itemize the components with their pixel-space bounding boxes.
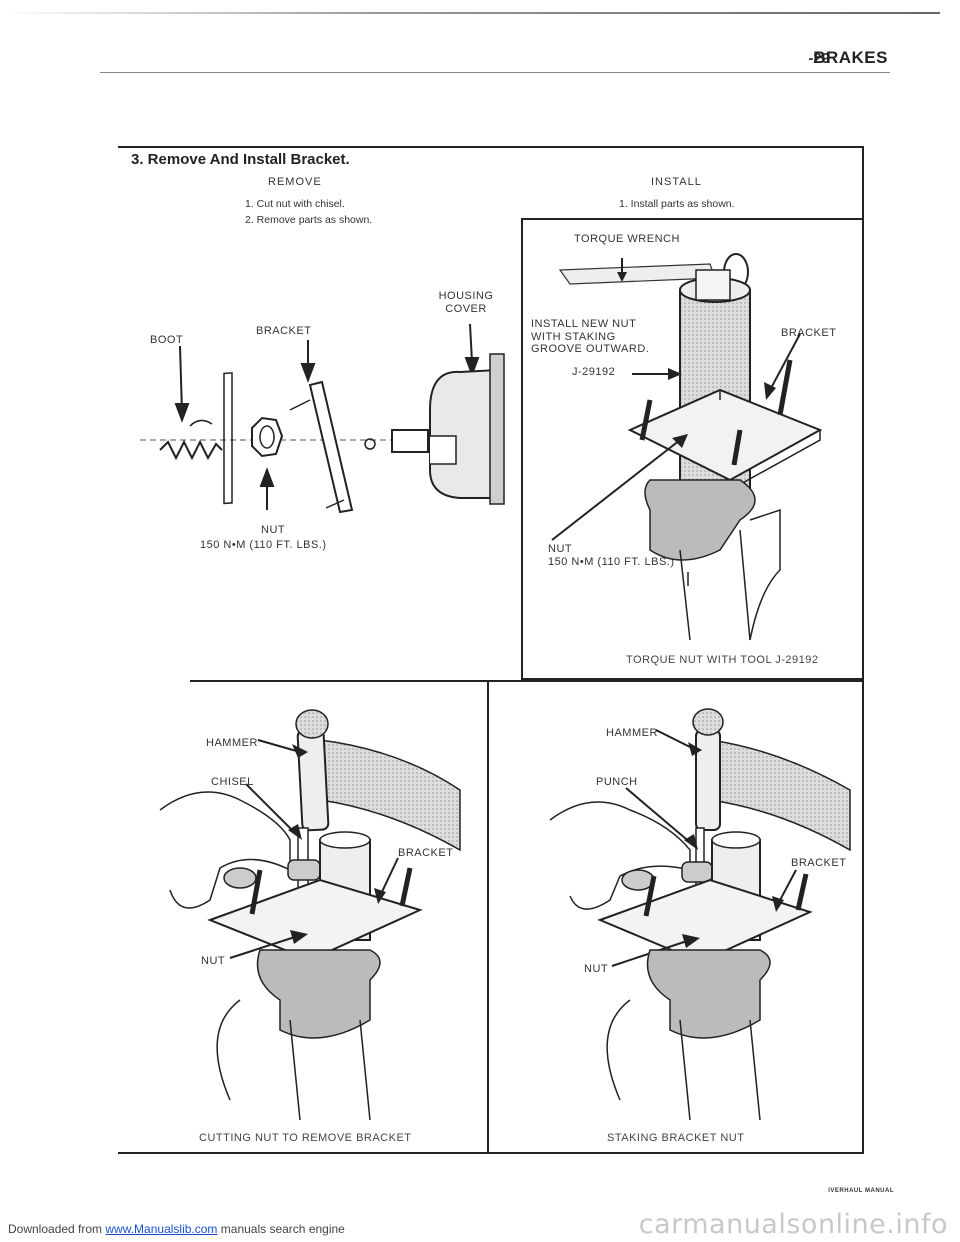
bracket-label-cutting: BRACKET	[398, 847, 454, 859]
bracket-label-remove: BRACKET	[256, 325, 312, 337]
footer-prefix: Downloaded from	[8, 1222, 106, 1236]
header-rule	[100, 72, 890, 73]
torque-tool-illustration	[551, 253, 823, 641]
torque-spec-install: 150 N•m (110 FT. LBS.)	[548, 556, 675, 568]
hammer-label-cutting: HAMMER	[206, 737, 258, 749]
install-caption: TORQUE NUT WITH TOOL J-29192	[626, 654, 819, 666]
section-title: 3. Remove And Install Bracket.	[131, 151, 350, 168]
boot-label: BOOT	[150, 334, 184, 346]
staking-nut-illustration	[549, 708, 851, 1121]
page-number: -29	[808, 50, 830, 67]
nut-label-remove: NUT	[261, 524, 286, 536]
top-rule	[0, 12, 940, 14]
bracket-exploded-diagram	[140, 323, 505, 514]
tool-number-label: J-29192	[572, 366, 616, 378]
panel-divider-vertical	[487, 680, 489, 1154]
cutting-caption: CUTTING NUT TO REMOVE BRACKET	[199, 1132, 412, 1144]
chisel-label: CHISEL	[211, 776, 254, 788]
torque-wrench-label: TORQUE WRENCH	[574, 233, 680, 245]
section-name: BRAKES	[813, 48, 888, 67]
housing-cover-label: HOUSING COVER	[438, 290, 494, 315]
footer-suffix: manuals search engine	[217, 1222, 345, 1236]
install-step-1: 1. Install parts as shown.	[619, 198, 735, 210]
panel-divider-horizontal	[190, 680, 864, 682]
bracket-label-staking: BRACKET	[791, 857, 847, 869]
install-note: INSTALL NEW NUT WITH STAKING GROOVE OUTW…	[531, 318, 650, 356]
staking-caption: STAKING BRACKET NUT	[607, 1132, 745, 1144]
nut-label-cutting: NUT	[201, 955, 226, 967]
nut-label-staking: NUT	[584, 963, 609, 975]
punch-label: PUNCH	[596, 776, 638, 788]
install-heading: INSTALL	[651, 176, 702, 188]
bracket-label-install: BRACKET	[781, 327, 837, 339]
torque-spec-remove: 150 N•m (110 FT. LBS.)	[200, 539, 327, 551]
watermark: carmanualsonline.info	[638, 1209, 948, 1240]
cutting-nut-illustration	[159, 709, 461, 1121]
nut-label-install: NUT	[548, 543, 573, 555]
remove-step-2: 2. Remove parts as shown.	[245, 214, 373, 226]
remove-heading: REMOVE	[268, 176, 322, 188]
manual-tag: IVERHAUL MANUAL	[828, 1188, 894, 1194]
install-panel-frame	[521, 218, 864, 680]
hammer-label-staking: HAMMER	[606, 727, 658, 739]
download-footer: Downloaded from www.Manualslib.com manua…	[8, 1222, 345, 1236]
manualslib-link[interactable]: www.Manualslib.com	[105, 1222, 218, 1236]
remove-step-1: 1. Cut nut with chisel.	[245, 198, 345, 210]
